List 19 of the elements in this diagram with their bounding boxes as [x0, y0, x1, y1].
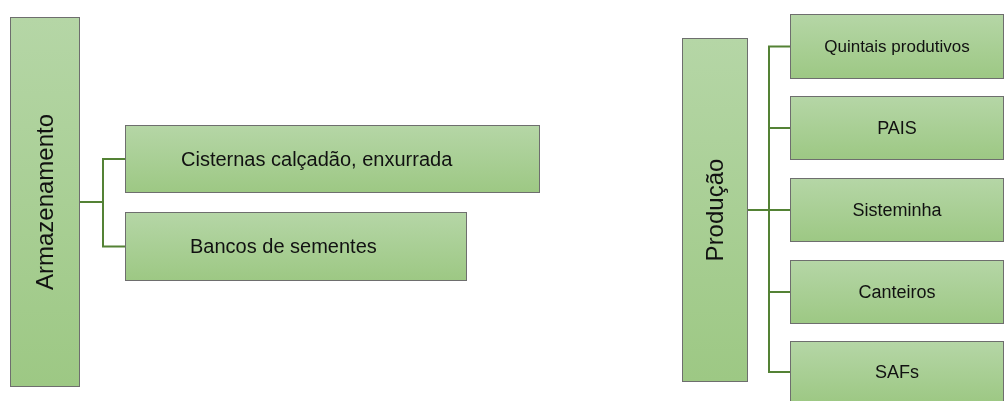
item-label: SAFs: [875, 361, 919, 383]
category-box: [10, 17, 80, 387]
connector-line: [747, 209, 791, 373]
item-label: Cisternas calçadão, enxurrada: [181, 147, 453, 171]
item-label: PAIS: [877, 117, 917, 139]
category-box: [682, 38, 748, 382]
category-label: Produção: [701, 158, 729, 262]
item-box: [790, 14, 1004, 79]
category-label: Armazenamento: [31, 113, 59, 291]
item-label: Quintais produtivos: [824, 36, 970, 57]
item-box: [790, 178, 1004, 242]
item-box: [125, 212, 467, 281]
item-label: Canteiros: [858, 281, 936, 303]
item-label: Sisteminha: [852, 199, 942, 221]
item-box: [790, 341, 1004, 401]
item-label: Bancos de sementes: [190, 235, 377, 258]
item-box: [790, 96, 1004, 160]
item-box: [790, 260, 1004, 324]
item-box: [125, 125, 540, 193]
